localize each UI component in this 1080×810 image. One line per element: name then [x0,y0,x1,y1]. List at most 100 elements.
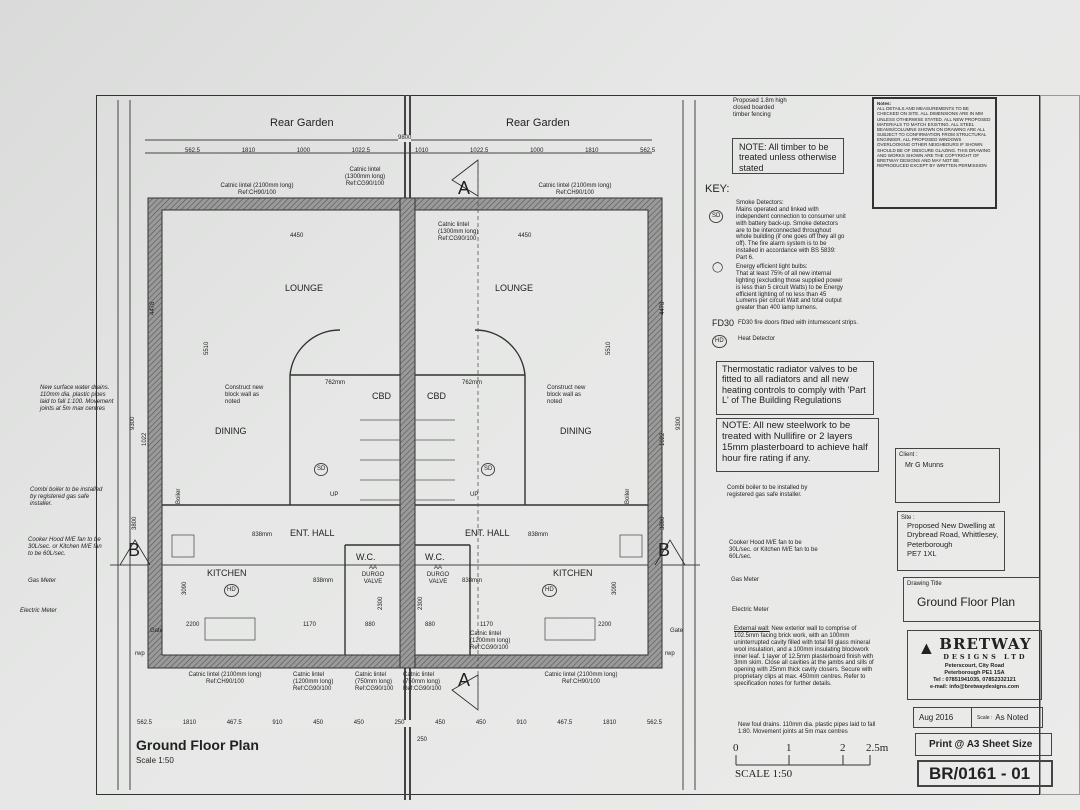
sheet-border [96,95,1040,795]
notes-title: Notes: [877,101,892,106]
gate-label: Gate [670,628,684,634]
room-cbd: CBD [427,391,447,401]
foul-drains-note: New foul drains. 110mm dia. plastic pipe… [738,722,876,735]
general-notes-box: Notes:ALL DETAILS AND MEASUREMENTS TO BE… [872,97,997,209]
dim-250: 250 [417,737,428,743]
notes-text: ALL DETAILS AND MEASUREMENTS TO BE CHECK… [877,106,991,169]
company-name: BRETWAY [939,635,1032,653]
steelwork-note-box: NOTE: All new steelwork to be treated wi… [716,418,879,472]
dim-880: 880 [425,622,436,628]
gas-meter-note: Gas Meter [731,577,760,583]
scale-value: As Noted [995,713,1029,722]
dim: 1000 [296,148,311,154]
room-wc: W.C. [356,552,376,562]
heat-detector-icon: HD [224,584,239,597]
client-label: Client : [899,452,918,458]
dim: 562.5 [185,148,201,154]
dim-2200: 2200 [186,622,200,628]
section-a-top: A [458,178,471,198]
room-kitchen: KITCHEN [207,568,247,578]
fencing-note: Proposed 1.8m high closed boarded timber… [733,98,787,118]
dim-9300: 9300 [676,416,682,430]
dim-1170: 1170 [303,622,316,628]
lintel-label: Catnic lintel (750mm long) Ref:CG90/100 [403,672,442,692]
dim-3800: 3800 [660,516,666,530]
walls [147,197,663,669]
room-lounge: LOUNGE [285,283,324,293]
dim-1022: 1022 [660,432,666,446]
site-line: PE7 1XL [907,549,937,559]
boiler-label: Boiler [176,488,182,504]
durgo-valve: AA DURGO VALVE [426,565,450,585]
light-bulb-key: Energy efficient light bulbs:That at lea… [736,264,846,312]
dim-5510: 5510 [606,341,612,355]
phone: Tel : 07851941035, 07852332121 [933,677,1016,684]
durgo-valve: AA DURGO VALVE [361,565,385,585]
electric-meter-note: Electric Meter [20,608,57,614]
block-wall-note: Construct new block wall as noted [225,385,264,405]
room-cbd: CBD [372,391,392,401]
dim: 910 [516,720,527,726]
dim-5510: 5510 [204,341,210,355]
heat-detector-key: Heat Detector [738,336,776,342]
dim-9300: 9300 [130,416,136,430]
gate-label: Gate [150,628,164,634]
dim: 1810 [182,720,197,726]
company-subtitle: DESIGNS LTD [943,653,1028,661]
note-text: New exterior wall to comprise of 102.5mm… [734,626,874,688]
drawing-title-label: Drawing Title [907,581,942,587]
client-box: Client : Mr G Munns [895,448,1000,503]
scale-tick-2: 2 [840,742,846,754]
date: Aug 2016 [914,708,972,727]
electric-meter-note: Electric Meter [732,607,769,613]
dim: 1810 [585,148,599,154]
client-name: Mr G Munns [905,462,944,469]
top-dims-right: 1010 1022.5 1000 1810 562.5 [415,148,655,155]
scale-tick-2-5: 2.5m [866,742,889,754]
stairs-up: UP [470,492,479,498]
cooker-hood-note: Cooker Hood M/E fan to be 30L/sec. or Ki… [729,540,818,560]
house-logo-icon: ▲ [917,637,936,658]
section-a-bottom: A [458,670,471,690]
dim-838: 838mm [528,532,549,538]
rwp-label: rwp [665,651,675,657]
lintel-label: Catnic lintel (2100mm long) Ref:CH90/100 [220,183,294,196]
dim: 1022.5 [470,148,489,154]
dim: 1000 [530,148,544,154]
smoke-detector-icon: SD [709,210,724,223]
room-ent-hall: ENT. HALL [465,528,510,538]
left-unit-walls [147,197,406,669]
smoke-detector-icon: SD [314,463,329,476]
lintel-label: Catnic lintel (2100mm long) Ref:CH90/100 [538,183,612,196]
top-dims-left: 562.5 1810 1000 1022.5 [185,148,370,155]
timber-note-box: NOTE: All timber to be treated unless ot… [732,138,844,174]
address-line: Peterscourt, City Road [944,663,1005,669]
lintel-label: Catnic lintel (2100mm long) Ref:CH90/100 [188,672,262,685]
dim: 1010 [415,148,429,154]
right-unit-walls [409,197,663,669]
dim: 467.5 [557,720,573,726]
room-lounge: LOUNGE [495,283,534,293]
print-size-box: Print @ A3 Sheet Size [915,733,1052,756]
light-bulb-icon: ◯ [712,262,724,273]
gas-meter-note: Gas Meter [28,578,57,584]
room-dining: DINING [215,426,247,436]
scale-tick-1: 1 [786,742,792,754]
scale-bar-label: SCALE 1:50 [735,768,793,780]
dim: 562.5 [137,720,153,726]
dim: 1810 [602,720,617,726]
dim: 467.5 [226,720,242,726]
dim-762: 762mm [325,380,346,386]
rwp-label: rwp [135,651,145,657]
key-title: Energy efficient light bulbs: [736,264,808,270]
dim-4450: 4450 [518,233,532,239]
site-line: Drybread Road, Whittlesey, [907,530,999,540]
external-wall-note: External wall: New exterior wall to comp… [734,626,879,688]
dim-2300: 2300 [418,596,424,610]
dim: 1810 [241,148,256,154]
fd30-symbol: FD30 [712,318,735,328]
dim-762: 762mm [462,380,483,386]
